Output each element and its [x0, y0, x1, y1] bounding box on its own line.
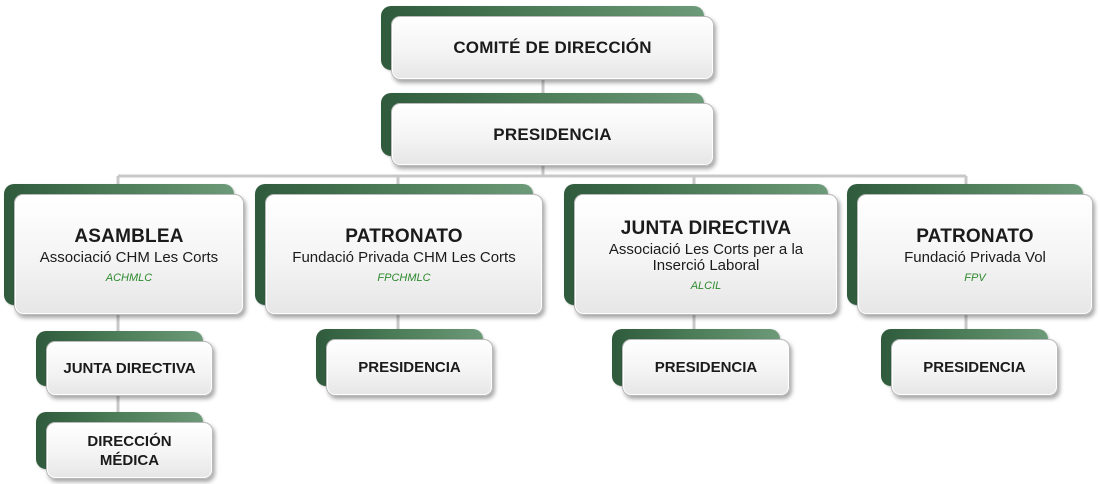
presidencia-box: PRESIDENCIA — [381, 93, 714, 166]
branch-abbreviation: ALCIL — [690, 279, 722, 292]
child-box-presidencia-3: PRESIDENCIA — [612, 329, 790, 396]
comite-title: COMITÉ DE DIRECCIÓN — [453, 38, 652, 57]
child-box-direccion-medica: DIRECCIÓN MÉDICA — [36, 412, 213, 479]
child-title: PRESIDENCIA — [358, 359, 461, 376]
branch-abbreviation: FPCHMLC — [377, 271, 431, 284]
child-box-presidencia-2: PRESIDENCIA — [316, 329, 493, 396]
branch-box-patronato-vol: PATRONATO Fundació Privada Vol FPV — [847, 184, 1093, 315]
branch-box-asamblea: ASAMBLEA Associació CHM Les Corts ACHMLC — [4, 184, 244, 315]
child-title: DIRECCIÓN MÉDICA — [87, 432, 172, 469]
branch-subtitle: Associació Les Corts per a la Inserció L… — [608, 240, 804, 274]
branch-subtitle: Fundació Privada Vol — [904, 248, 1046, 266]
branch-title: PATRONATO — [345, 225, 463, 247]
branch-subtitle: Fundació Privada CHM Les Corts — [292, 248, 516, 266]
branch-title: PATRONATO — [916, 225, 1034, 247]
branch-box-junta-directiva-alcil: JUNTA DIRECTIVA Associació Les Corts per… — [564, 184, 838, 315]
child-box-junta-directiva: JUNTA DIRECTIVA — [36, 331, 213, 396]
presidencia-title: PRESIDENCIA — [493, 124, 612, 144]
child-box-presidencia-4: PRESIDENCIA — [881, 329, 1058, 396]
child-title: JUNTA DIRECTIVA — [63, 360, 196, 377]
branch-abbreviation: FPV — [964, 271, 986, 284]
branch-box-patronato-chm: PATRONATO Fundació Privada CHM Les Corts… — [255, 184, 543, 315]
branch-title: ASAMBLEA — [74, 225, 184, 247]
child-title: PRESIDENCIA — [654, 359, 758, 376]
branch-subtitle: Associació CHM Les Corts — [39, 248, 219, 266]
comite-box: COMITÉ DE DIRECCIÓN — [381, 6, 714, 80]
branch-abbreviation: ACHMLC — [105, 271, 153, 284]
branch-title: JUNTA DIRECTIVA — [620, 217, 792, 239]
child-title: PRESIDENCIA — [923, 359, 1026, 376]
